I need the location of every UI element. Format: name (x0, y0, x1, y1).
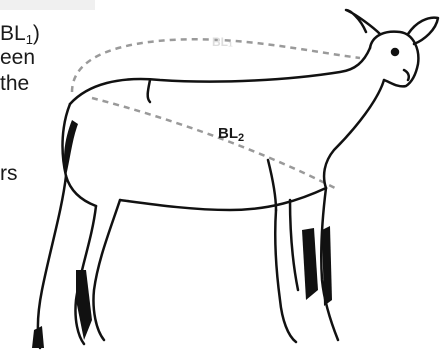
bl1-label: BL₁ (212, 35, 233, 49)
leg-shading (32, 120, 332, 348)
bl2-label: BL2 (218, 125, 244, 144)
bl2-dashed-line (92, 98, 335, 188)
deer-outline (38, 10, 438, 348)
